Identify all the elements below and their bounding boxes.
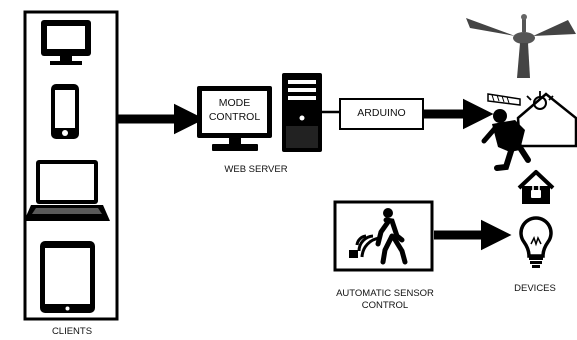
laptop-icon xyxy=(24,160,110,221)
devices-label: DEVICES xyxy=(514,283,556,294)
web-server-label: WEB SERVER xyxy=(224,164,288,175)
tablet-icon xyxy=(40,241,95,313)
motion-sensor-icon xyxy=(349,208,408,265)
clients-panel xyxy=(23,10,119,321)
automatic-sensor-label-line2: CONTROL xyxy=(361,300,409,311)
smartphone-icon xyxy=(51,84,79,139)
mode-control-label-line2: CONTROL xyxy=(208,111,261,123)
monitor-icon xyxy=(41,20,91,65)
light-bulb-icon xyxy=(519,216,553,268)
server-tower-icon xyxy=(282,73,322,152)
arduino-label: ARDUINO xyxy=(357,107,406,119)
arduino-box xyxy=(339,98,424,130)
mode-control-label-line1: MODE xyxy=(218,97,251,109)
monitor-icon xyxy=(197,86,272,151)
clients-label: CLIENTS xyxy=(51,326,93,337)
burglar-alarm-icon xyxy=(481,91,577,171)
ceiling-fan-icon xyxy=(466,14,576,78)
home-lock-icon xyxy=(517,170,555,204)
automatic-sensor-label-line1: AUTOMATIC SENSOR xyxy=(336,288,434,299)
